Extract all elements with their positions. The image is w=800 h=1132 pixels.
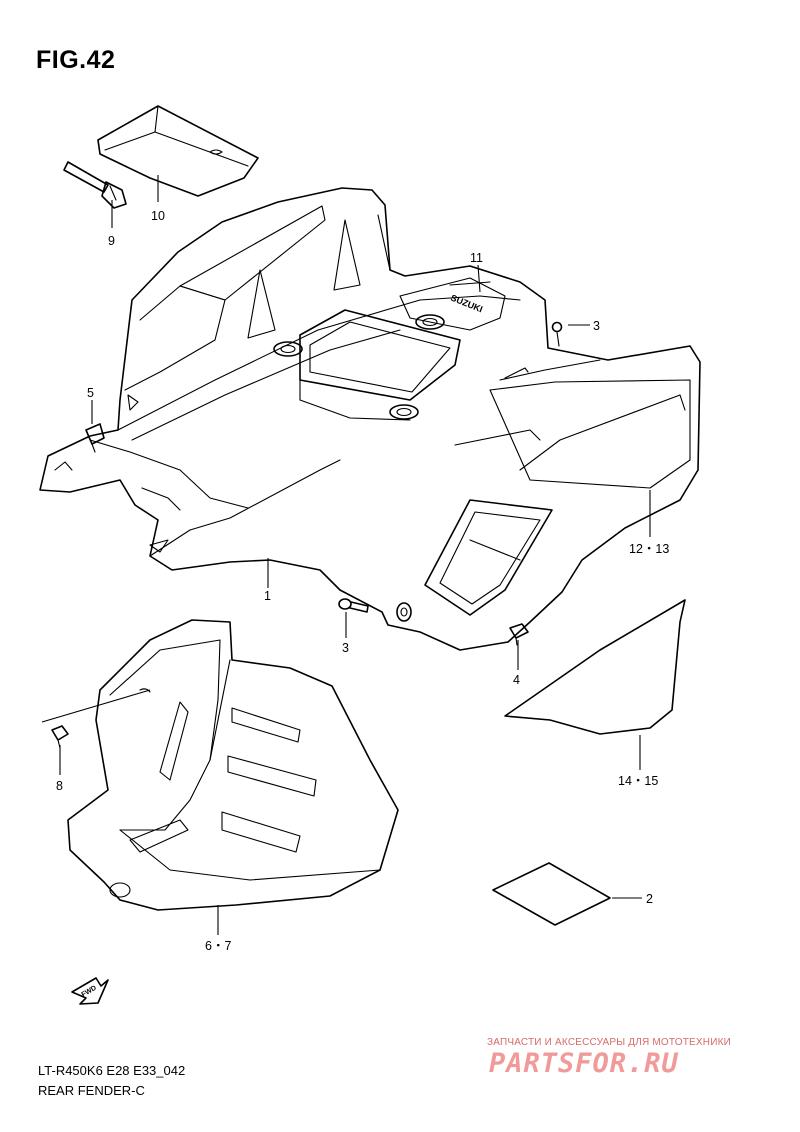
diagram-name: REAR FENDER-C xyxy=(38,1083,145,1098)
part-10-cover[interactable] xyxy=(97,105,259,197)
part-6-7-inner-fender[interactable] xyxy=(67,619,399,911)
diagram-code: LT-R450K6 E28 E33_042 xyxy=(38,1063,186,1078)
part-12-13-decal[interactable] xyxy=(519,394,686,471)
callout-10: 10 xyxy=(151,209,165,223)
callout-14-15: 14・15 xyxy=(618,774,658,788)
callout-9: 9 xyxy=(108,234,115,248)
part-8-screw[interactable] xyxy=(51,725,69,749)
leader-lines xyxy=(41,175,651,935)
callout-4: 4 xyxy=(513,673,520,687)
part-2-label-sheet[interactable] xyxy=(492,862,611,926)
fwd-arrow-icon: FWD xyxy=(71,977,109,1005)
part-1-rear-fender[interactable]: SUZUKI xyxy=(39,187,701,651)
part-3-bolt-lower[interactable] xyxy=(338,598,412,622)
callout-3-lower: 3 xyxy=(342,641,349,655)
part-3-bolt-upper[interactable] xyxy=(551,321,563,347)
callout-1: 1 xyxy=(264,589,271,603)
callout-11: 11 xyxy=(470,251,483,265)
part-9-pin[interactable] xyxy=(63,161,127,209)
figure-title: FIG.42 xyxy=(36,46,116,74)
part-5-clip[interactable] xyxy=(85,423,105,453)
callout-6-7: 6・7 xyxy=(205,939,231,953)
callout-5: 5 xyxy=(87,386,94,400)
callout-3-upper: 3 xyxy=(593,319,600,333)
watermark-logo: PARTSFOR.RU xyxy=(489,1048,679,1079)
part-14-15-decal[interactable] xyxy=(504,599,686,735)
callout-8: 8 xyxy=(56,779,63,793)
part-11-emblem[interactable] xyxy=(449,281,491,286)
callout-2: 2 xyxy=(646,892,653,906)
callout-12-13: 12・13 xyxy=(629,542,669,556)
part-4-nut[interactable] xyxy=(509,623,529,646)
fwd-badge-text: FWD xyxy=(81,985,98,999)
watermark-tagline: ЗАПЧАСТИ И АКСЕССУАРЫ ДЛЯ МОТОТЕХНИКИ xyxy=(487,1037,732,1048)
callout-numbers: 10 9 11 3 5 12・13 1 3 4 8 14・15 2 6・7 xyxy=(56,209,669,953)
